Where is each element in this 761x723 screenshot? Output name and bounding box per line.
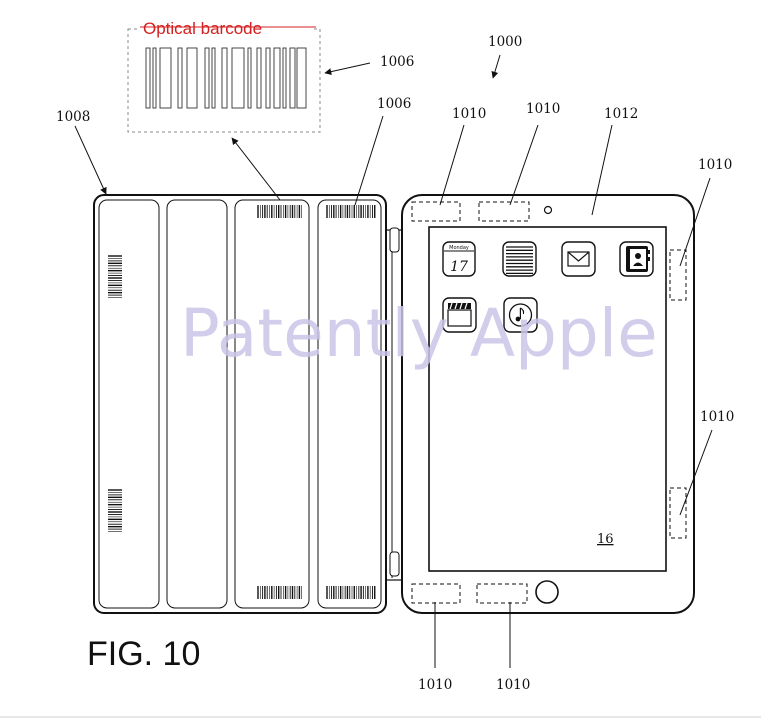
sensor-region-top-mid xyxy=(478,201,530,222)
watermark: Patently Apple xyxy=(180,295,658,372)
cover-barcode xyxy=(326,586,376,599)
barcode-bar xyxy=(256,47,262,109)
cover-panel-4 xyxy=(317,199,382,609)
figure-label: FIG. 10 xyxy=(87,635,200,673)
barcode-bar xyxy=(231,47,245,109)
ref-1006-cover: 1006 xyxy=(377,96,411,112)
ref-1008: 1008 xyxy=(56,109,90,125)
notes-app-icon xyxy=(502,241,537,277)
sensor-region-right-top xyxy=(669,249,687,301)
sensor-region-bottom-left xyxy=(411,583,461,604)
video-app-icon xyxy=(442,297,477,333)
cover-panel-2 xyxy=(166,199,228,609)
barcode-bar xyxy=(211,47,216,109)
ref-1010-bottom-mid: 1010 xyxy=(496,677,530,693)
calendar-app-icon: Monday 17 xyxy=(442,241,476,277)
smart-cover xyxy=(93,194,387,614)
ref-1010-bottom-left: 1010 xyxy=(418,677,452,693)
mail-app-icon xyxy=(561,241,596,277)
barcode-bar xyxy=(145,47,151,109)
barcode-bar xyxy=(265,47,271,109)
hinge-top-knuckle xyxy=(389,227,400,253)
hinge-bottom-knuckle xyxy=(389,551,400,577)
barcode-bar xyxy=(186,47,198,109)
leader-lines xyxy=(74,54,713,668)
music-app-icon xyxy=(503,297,538,333)
ref-1010-right-top: 1010 xyxy=(698,157,732,173)
front-camera-icon xyxy=(543,205,553,215)
cover-barcode xyxy=(257,586,303,599)
barcode-bars xyxy=(145,47,307,109)
ref-1012: 1012 xyxy=(604,106,638,122)
ref-1010-top-left: 1010 xyxy=(452,106,486,122)
barcode-bar xyxy=(152,47,157,109)
cover-panel-3 xyxy=(234,199,310,609)
sensor-region-top-left xyxy=(411,201,461,222)
ref-1006-barcode: 1006 xyxy=(380,54,414,70)
cover-barcode xyxy=(257,205,303,218)
sensor-region-bottom-mid xyxy=(476,583,528,604)
barcode-bar xyxy=(296,47,307,109)
barcode-dashed-box xyxy=(127,28,321,133)
calendar-day-text: 17 xyxy=(450,259,468,275)
barcode-bar xyxy=(204,47,210,109)
cover-panel-1 xyxy=(98,199,160,609)
cover-barcode xyxy=(108,489,122,532)
calendar-header-text: Monday xyxy=(449,245,469,251)
cover-barcode xyxy=(108,255,122,298)
barcode-label-mask xyxy=(138,18,314,38)
barcode-label: Optical barcode xyxy=(143,19,262,38)
home-button xyxy=(535,580,559,604)
cover-outline xyxy=(93,194,387,614)
contacts-app-icon xyxy=(619,241,654,277)
ref-1000: 1000 xyxy=(488,34,522,50)
tablet-outline xyxy=(401,194,695,614)
tablet-device: 16 Monday 17 xyxy=(401,194,695,614)
sensor-region-right-bottom xyxy=(669,487,687,539)
barcode-bar xyxy=(282,47,287,109)
barcode-bar xyxy=(159,47,172,109)
barcode-bar xyxy=(221,47,228,109)
reference-numerals: 1000 1006 1006 1008 1010 1010 1012 1010 … xyxy=(56,34,734,693)
barcode-bar xyxy=(177,47,183,109)
ref-1010-right-bottom: 1010 xyxy=(700,409,734,425)
hinge xyxy=(385,227,403,581)
barcode-bar xyxy=(289,47,296,109)
screen-number: 16 xyxy=(597,532,614,547)
cover-barcodes xyxy=(108,205,376,599)
optical-barcode-callout: Optical barcode xyxy=(127,18,321,133)
ref-1010-top-mid: 1010 xyxy=(526,101,560,117)
cover-barcode xyxy=(326,205,376,218)
hinge-outline xyxy=(385,229,403,581)
barcode-bar xyxy=(247,47,252,109)
tablet-screen xyxy=(428,226,667,572)
barcode-bar xyxy=(273,47,281,109)
